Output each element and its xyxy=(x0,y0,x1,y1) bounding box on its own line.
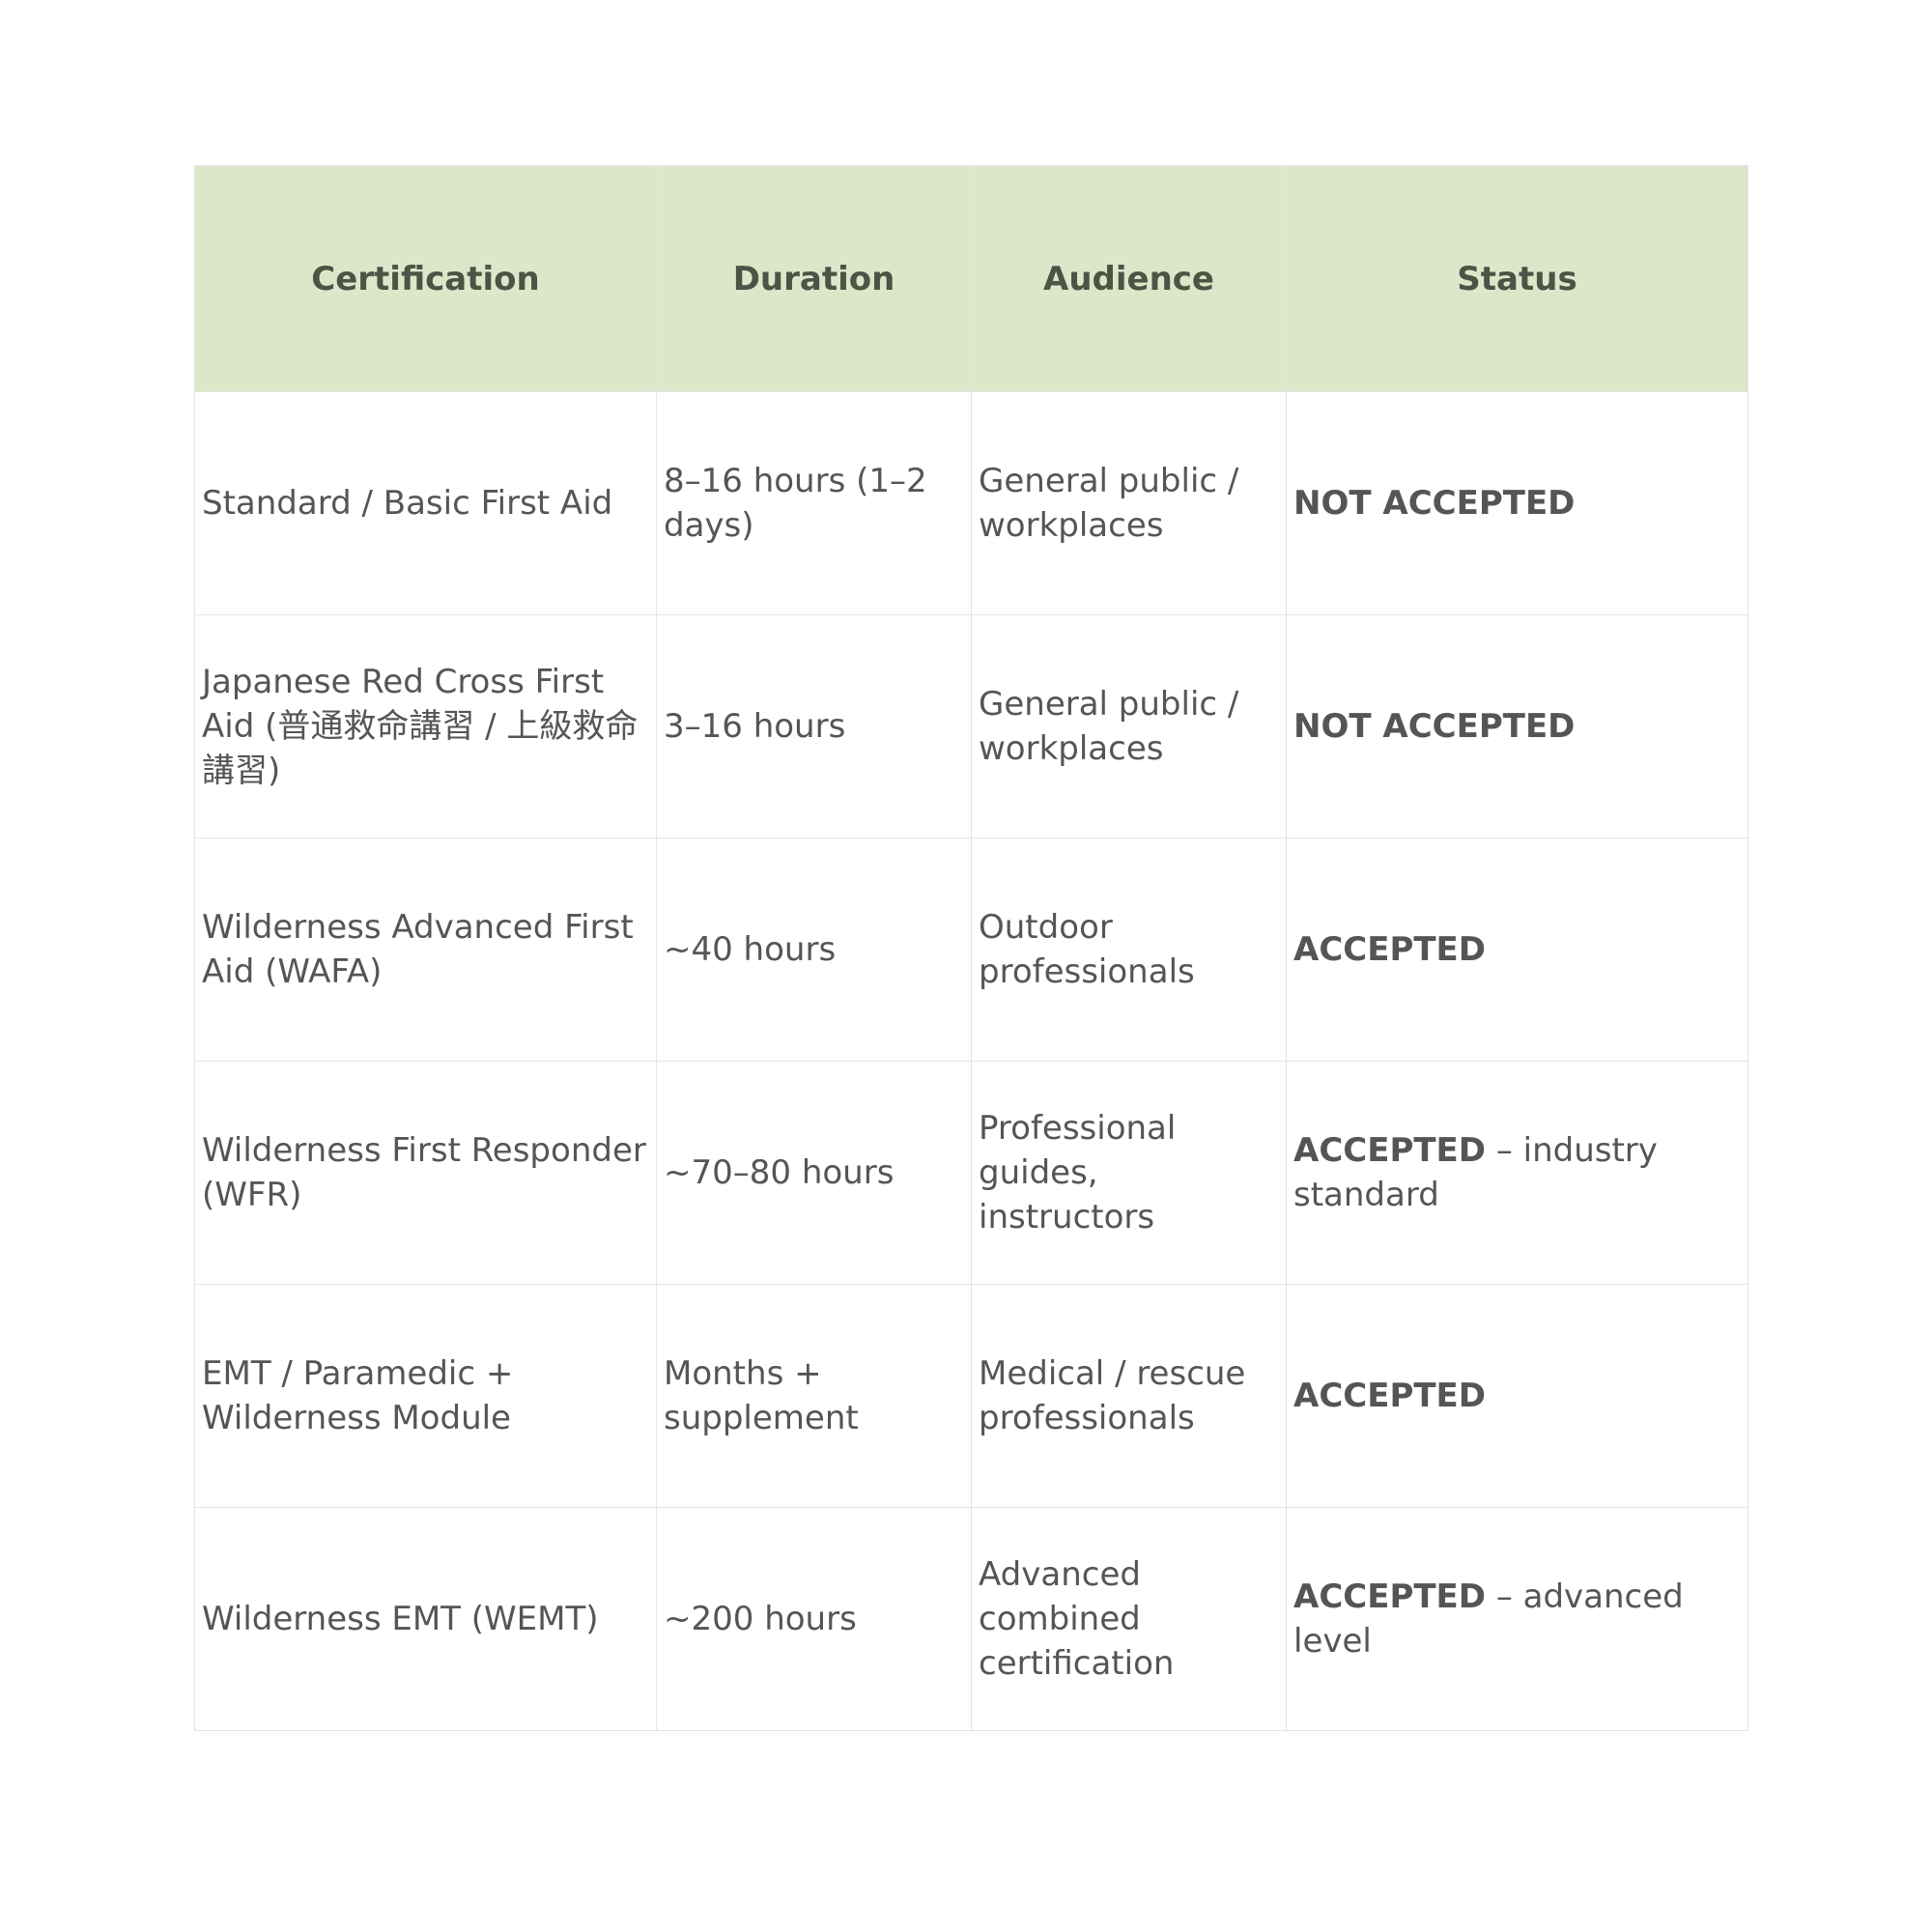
cell-status: ACCEPTED – industry standard xyxy=(1286,1061,1748,1285)
cell-audience: General public / workplaces xyxy=(971,614,1287,838)
certification-table: Certification Duration Audience Status S… xyxy=(194,165,1748,1731)
table-row: Japanese Red Cross First Aid (普通救命講習 / 上… xyxy=(194,614,1748,838)
cell-duration: 3–16 hours xyxy=(656,614,972,838)
cell-duration: ~200 hours xyxy=(656,1507,972,1731)
cell-audience: Advanced combined certification xyxy=(971,1507,1287,1731)
cell-duration: Months + supplement xyxy=(656,1284,972,1508)
table-header: Certification Duration Audience Status xyxy=(194,165,1748,392)
cell-audience: Medical / rescue professionals xyxy=(971,1284,1287,1508)
header-row: Certification Duration Audience Status xyxy=(194,165,1748,392)
cell-status: ACCEPTED – advanced level xyxy=(1286,1507,1748,1731)
table-row: Wilderness First Responder (WFR) ~70–80 … xyxy=(194,1061,1748,1285)
cell-status: NOT ACCEPTED xyxy=(1286,614,1748,838)
cell-duration: ~40 hours xyxy=(656,838,972,1062)
header-duration: Duration xyxy=(656,165,972,392)
cell-status: NOT ACCEPTED xyxy=(1286,391,1748,615)
cell-certification: Standard / Basic First Aid xyxy=(194,391,657,615)
status-label: ACCEPTED xyxy=(1293,1377,1487,1415)
cell-audience: General public / workplaces xyxy=(971,391,1287,615)
status-note: – industry standard xyxy=(1293,1131,1658,1214)
cell-audience: Outdoor professionals xyxy=(971,838,1287,1062)
cell-status: ACCEPTED xyxy=(1286,1284,1748,1508)
cell-duration: 8–16 hours (1–2 days) xyxy=(656,391,972,615)
cell-certification: Wilderness EMT (WEMT) xyxy=(194,1507,657,1731)
status-label: ACCEPTED xyxy=(1293,1131,1487,1170)
status-label: NOT ACCEPTED xyxy=(1293,484,1576,523)
table-row: Wilderness EMT (WEMT) ~200 hours Advance… xyxy=(194,1507,1748,1731)
status-label: ACCEPTED xyxy=(1293,1577,1487,1616)
header-audience: Audience xyxy=(971,165,1287,392)
cell-status: ACCEPTED xyxy=(1286,838,1748,1062)
header-status: Status xyxy=(1286,165,1748,392)
table-row: Standard / Basic First Aid 8–16 hours (1… xyxy=(194,391,1748,615)
cell-certification: Wilderness First Responder (WFR) xyxy=(194,1061,657,1285)
cell-certification: Japanese Red Cross First Aid (普通救命講習 / 上… xyxy=(194,614,657,838)
table-row: EMT / Paramedic + Wilderness Module Mont… xyxy=(194,1284,1748,1508)
status-label: NOT ACCEPTED xyxy=(1293,707,1576,746)
cell-certification: Wilderness Advanced First Aid (WAFA) xyxy=(194,838,657,1062)
table-body: Standard / Basic First Aid 8–16 hours (1… xyxy=(194,391,1748,1731)
status-label: ACCEPTED xyxy=(1293,930,1487,969)
status-note: – advanced level xyxy=(1293,1577,1684,1661)
cell-duration: ~70–80 hours xyxy=(656,1061,972,1285)
cell-certification: EMT / Paramedic + Wilderness Module xyxy=(194,1284,657,1508)
cell-audience: Professional guides, instructors xyxy=(971,1061,1287,1285)
header-certification: Certification xyxy=(194,165,657,392)
table-row: Wilderness Advanced First Aid (WAFA) ~40… xyxy=(194,838,1748,1062)
